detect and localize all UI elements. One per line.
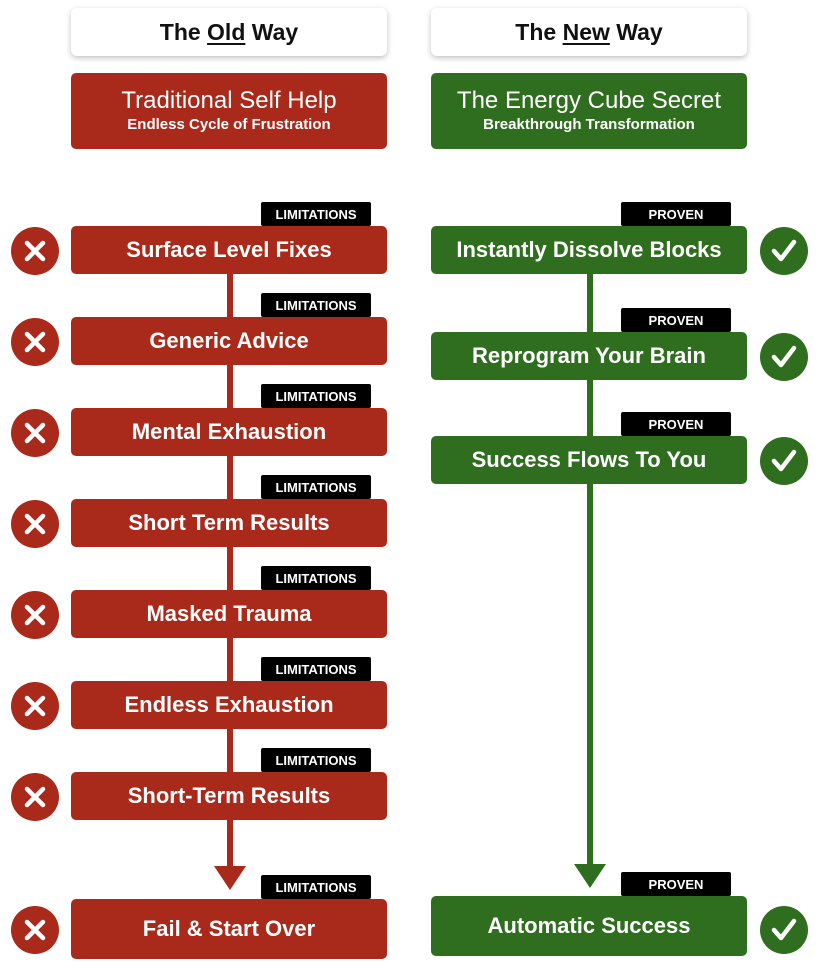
new-way-subtitle: Breakthrough Transformation — [483, 116, 695, 133]
x-mark-icon — [11, 773, 59, 821]
check-mark-icon — [760, 333, 808, 381]
old-way-title: Traditional Self Help — [121, 87, 337, 114]
new-step-4: Automatic Success — [431, 896, 747, 956]
proven-tag: PROVEN — [621, 872, 731, 896]
new-step-3: Success Flows To You — [431, 436, 747, 484]
new-way-arrowhead — [574, 864, 606, 888]
new-step-2: Reprogram Your Brain — [431, 332, 747, 380]
old-way-header-post: Way — [245, 18, 299, 45]
limitations-tag: LIMITATIONS — [261, 475, 371, 499]
old-way-arrowhead — [214, 866, 246, 890]
old-step-1: Surface Level Fixes — [71, 226, 387, 274]
x-mark-icon — [11, 682, 59, 730]
old-way-connector-line — [227, 274, 233, 874]
new-way-header-pre: The — [515, 18, 563, 45]
limitations-tag: LIMITATIONS — [261, 657, 371, 681]
proven-tag: PROVEN — [621, 308, 731, 332]
x-mark-icon — [11, 409, 59, 457]
new-way-header-post: Way — [609, 18, 663, 45]
old-way-header-emph: Old — [207, 18, 246, 45]
limitations-tag: LIMITATIONS — [261, 384, 371, 408]
old-way-header: The Old Way — [71, 8, 387, 56]
new-way-connector-line — [587, 274, 593, 870]
x-mark-icon — [11, 500, 59, 548]
old-step-5: Masked Trauma — [71, 590, 387, 638]
new-way-header: The New Way — [431, 8, 747, 56]
x-mark-icon — [11, 906, 59, 954]
limitations-tag: LIMITATIONS — [261, 566, 371, 590]
check-mark-icon — [760, 906, 808, 954]
old-step-2: Generic Advice — [71, 317, 387, 365]
old-way-title-box: Traditional Self Help Endless Cycle of F… — [71, 73, 387, 149]
proven-tag: PROVEN — [621, 412, 731, 436]
limitations-tag: LIMITATIONS — [261, 293, 371, 317]
check-mark-icon — [760, 227, 808, 275]
proven-tag: PROVEN — [621, 202, 731, 226]
old-step-6: Endless Exhaustion — [71, 681, 387, 729]
old-way-subtitle: Endless Cycle of Frustration — [127, 116, 331, 133]
check-mark-icon — [760, 437, 808, 485]
limitations-tag: LIMITATIONS — [261, 748, 371, 772]
new-step-1: Instantly Dissolve Blocks — [431, 226, 747, 274]
old-step-3: Mental Exhaustion — [71, 408, 387, 456]
old-step-7: Short-Term Results — [71, 772, 387, 820]
old-step-4: Short Term Results — [71, 499, 387, 547]
x-mark-icon — [11, 318, 59, 366]
x-mark-icon — [11, 227, 59, 275]
old-way-header-pre: The — [159, 18, 208, 45]
new-way-title: The Energy Cube Secret — [456, 87, 722, 114]
old-step-8: Fail & Start Over — [71, 899, 387, 959]
limitations-tag: LIMITATIONS — [261, 202, 371, 226]
new-way-header-emph: New — [562, 18, 610, 45]
x-mark-icon — [11, 591, 59, 639]
limitations-tag: LIMITATIONS — [261, 875, 371, 899]
new-way-title-box: The Energy Cube Secret Breakthrough Tran… — [431, 73, 747, 149]
